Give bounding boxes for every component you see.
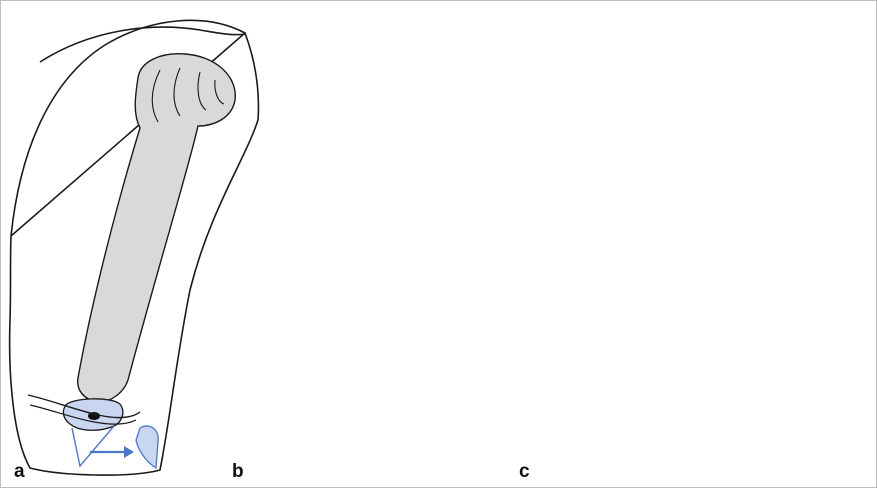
- arrow-right-icon: [90, 446, 134, 458]
- panel-a-label: a: [14, 462, 25, 481]
- panel-b-label: b: [232, 462, 244, 481]
- panel-a-drawing: [10, 20, 259, 475]
- panel-a-humerus: [78, 54, 236, 402]
- panel-a-cut-line: [72, 426, 114, 466]
- panel-a-shoulder-contour: [40, 27, 246, 62]
- panel-c-label: c: [519, 462, 530, 481]
- panel-a-fragment: [136, 426, 158, 468]
